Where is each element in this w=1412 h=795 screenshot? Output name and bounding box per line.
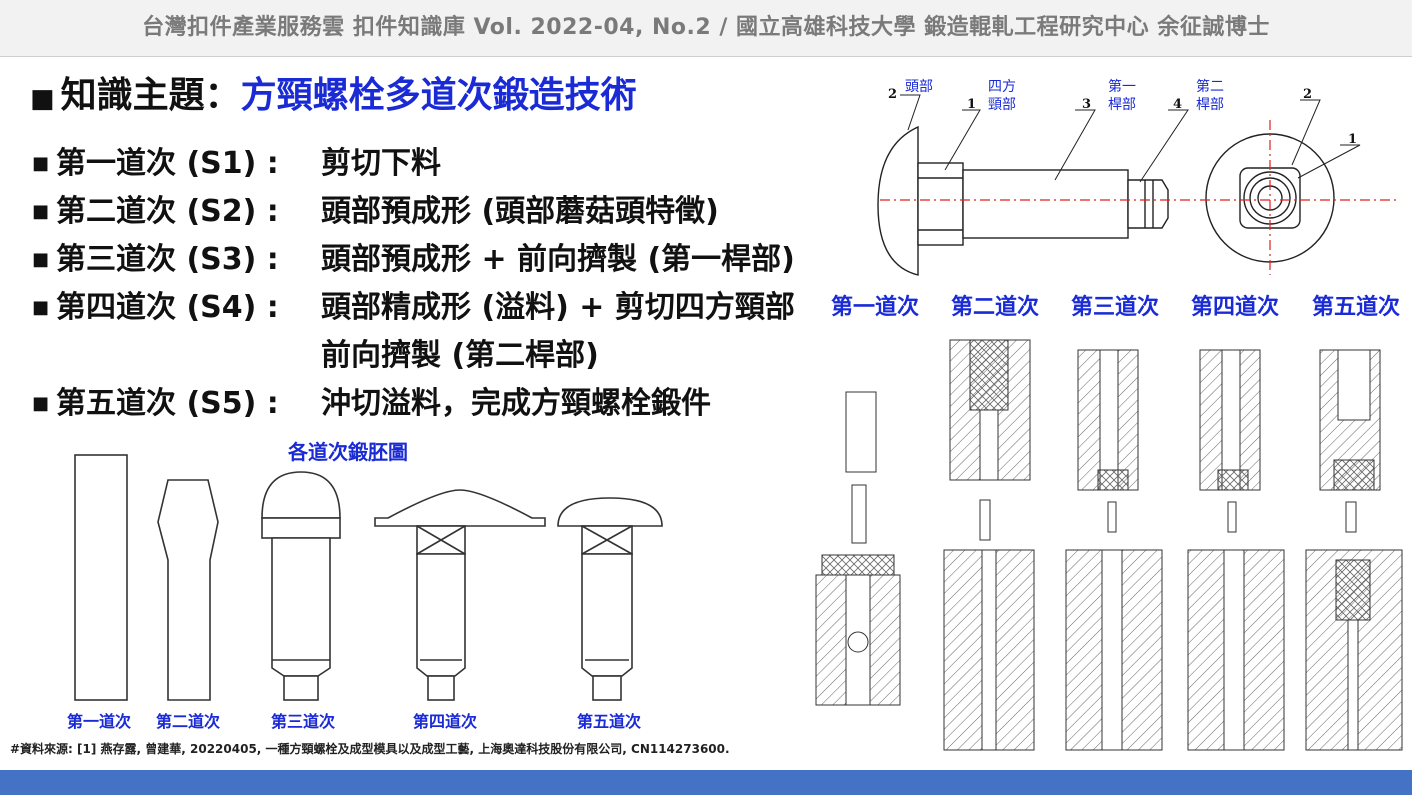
page-header: 台灣扣件產業服務雲 扣件知識庫 Vol. 2022-04, No.2 / 國立高… xyxy=(0,0,1412,57)
part-label-head: 頭部 xyxy=(905,79,933,95)
step-bullet: ■ xyxy=(32,393,50,414)
die-drawings xyxy=(815,339,1403,751)
part-number: 1 xyxy=(967,97,976,112)
step-bullet: ■ xyxy=(32,249,50,270)
part-number: 2 xyxy=(888,87,897,102)
die-label-2: 第二道次 xyxy=(950,295,1039,320)
step-item: ■ 第三道次 (S3) : 頭部預成形 + 前向擠製 (第一桿部) xyxy=(32,236,822,284)
source-citation: #資料來源: [1] 燕存露, 曾建華, 20220405, 一種方頸螺栓及成型… xyxy=(10,742,730,756)
step-desc: 頭部預成形 + 前向擠製 (第一桿部) xyxy=(321,242,795,277)
die-label-5: 第五道次 xyxy=(1311,295,1400,320)
topic-bullet: ■ xyxy=(30,84,55,114)
topic-heading: ■知識主題：方頸螺栓多道次鍛造技術 xyxy=(30,66,637,118)
die-label-3: 第三道次 xyxy=(1070,295,1159,320)
step-item: ■ 第四道次 (S4) : 頭部精成形 (溢料) + 剪切四方頸部 前向擠製 (… xyxy=(32,284,822,380)
step-name: 第四道次 (S4) : xyxy=(56,290,279,325)
topic-title: 方頸螺栓多道次鍛造技術 xyxy=(240,75,637,116)
step-desc: 頭部預成形 (頭部蘑菇頭特徵) xyxy=(321,194,719,229)
part-number: 1 xyxy=(1348,132,1357,147)
part-number: 3 xyxy=(1082,97,1091,112)
part-number: 4 xyxy=(1173,97,1182,112)
blank-label-2: 第二道次 xyxy=(155,712,220,731)
footer-bar xyxy=(0,770,1412,795)
blank-label-5: 第五道次 xyxy=(576,712,641,731)
step-name: 第一道次 (S1) : xyxy=(56,146,279,181)
step-name: 第二道次 (S2) : xyxy=(56,194,279,229)
step-desc-line2: 前向擠製 (第二桿部) xyxy=(321,338,599,373)
blank-label-3: 第三道次 xyxy=(270,712,335,731)
part-number: 2 xyxy=(1303,87,1312,102)
step-desc: 頭部精成形 (溢料) + 剪切四方頸部 xyxy=(321,290,795,325)
blanks-title: 各道次鍛胚圖 xyxy=(288,440,408,464)
step-bullet: ■ xyxy=(32,201,50,222)
step-name: 第五道次 (S5) : xyxy=(56,386,279,421)
die-label-4: 第四道次 xyxy=(1190,295,1279,320)
blank-label-1: 第一道次 xyxy=(66,712,131,731)
step-list: ■ 第一道次 (S1) : 剪切下料 ■ 第二道次 (S2) : 頭部預成形 (… xyxy=(32,140,822,428)
step-desc: 剪切下料 xyxy=(321,146,441,181)
topic-label: 知識主題： xyxy=(60,75,241,116)
step-desc: 沖切溢料，完成方頸螺栓鍛件 xyxy=(321,386,711,421)
part-label-shank1: 第一桿部 xyxy=(1108,79,1136,113)
step-bullet: ■ xyxy=(32,297,50,318)
part-label-neck: 四方頸部 xyxy=(988,79,1016,113)
blank-drawings xyxy=(74,454,663,701)
step-item: ■ 第五道次 (S5) : 沖切溢料，完成方頸螺栓鍛件 xyxy=(32,380,822,428)
blank-label-4: 第四道次 xyxy=(412,712,477,731)
step-item: ■ 第二道次 (S2) : 頭部預成形 (頭部蘑菇頭特徵) xyxy=(32,188,822,236)
part-label-shank2: 第二桿部 xyxy=(1196,79,1224,113)
die-label-1: 第一道次 xyxy=(830,295,919,320)
bolt-drawing: 2 1 3 4 2 1 xyxy=(877,87,1400,276)
step-name: 第三道次 (S3) : xyxy=(56,242,279,277)
step-bullet: ■ xyxy=(32,153,50,174)
step-item: ■ 第一道次 (S1) : 剪切下料 xyxy=(32,140,822,188)
